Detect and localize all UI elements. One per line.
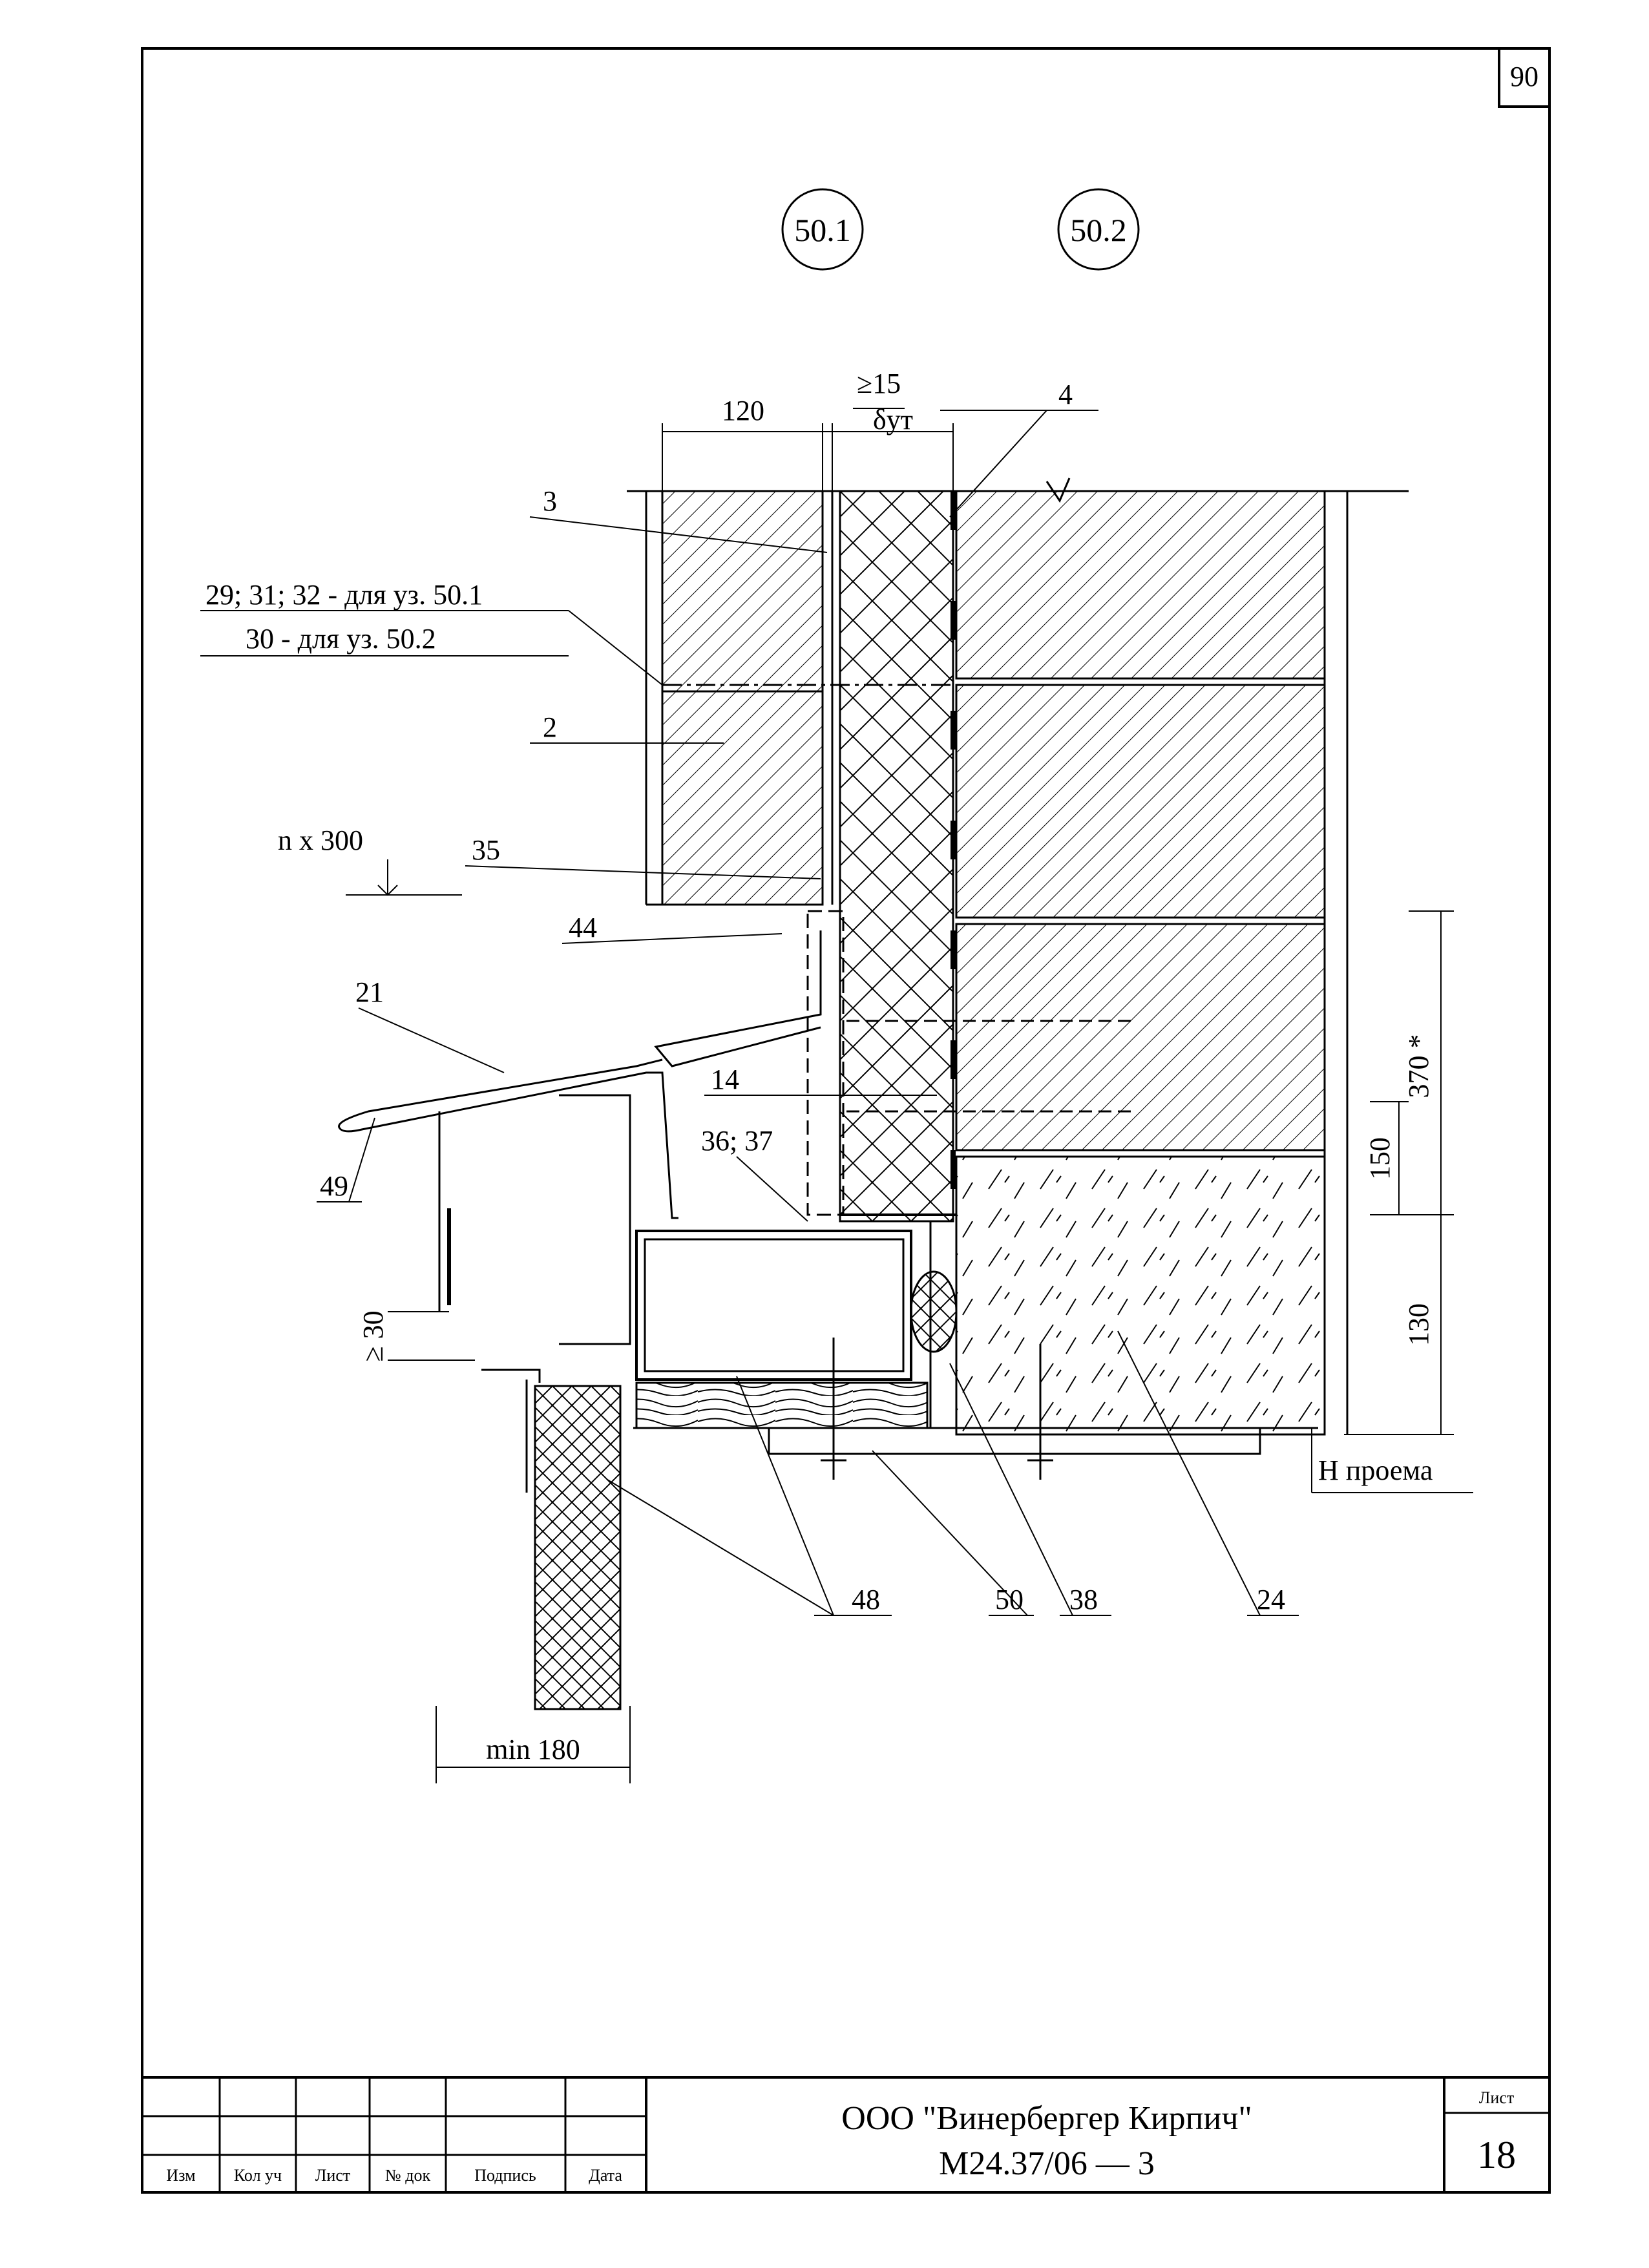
sheet-frame — [141, 47, 1551, 2194]
title-col-signature: Подпись — [474, 2166, 536, 2185]
node-ref-50-1-label: 50.1 — [794, 212, 851, 248]
title-col-doc: № док — [385, 2166, 431, 2185]
sheet-number: 18 — [1477, 2134, 1516, 2176]
callout-38: 38 — [1069, 1584, 1098, 1615]
callout-30: 30 - для уз. 50.2 — [246, 623, 436, 655]
dim-130: 130 — [1403, 1303, 1434, 1346]
dimension-lines — [346, 408, 1473, 1783]
dim-insulation: δут — [873, 404, 913, 436]
node-ref-50-2: 50.2 — [1057, 188, 1140, 271]
callout-3: 3 — [543, 485, 557, 517]
dim-min-180: min 180 — [486, 1734, 580, 1765]
callout-29-31-32: 29; 31; 32 - для уз. 50.1 — [205, 579, 483, 611]
callout-50: 50 — [995, 1584, 1024, 1615]
lower-panel — [481, 1369, 622, 1710]
dim-120: 120 — [722, 395, 764, 426]
callout-49: 49 — [320, 1170, 348, 1202]
title-block — [142, 2076, 1549, 2192]
title-col-kol-uch: Кол уч — [234, 2166, 282, 2185]
leader-lines — [200, 410, 1299, 1616]
callout-14: 14 — [711, 1064, 739, 1095]
callout-36-37: 36; 37 — [701, 1125, 773, 1157]
company-name: ООО "Винербергер Кирпич" — [841, 2100, 1252, 2137]
wall-section — [627, 478, 1409, 1436]
opening-level: Н проема — [1318, 1454, 1433, 1486]
sheet-label: Лист — [1479, 2088, 1514, 2107]
callout-2: 2 — [543, 711, 557, 743]
window-assembly — [338, 930, 1318, 1480]
callout-21: 21 — [355, 976, 384, 1008]
callout-44: 44 — [569, 912, 597, 943]
callout-35: 35 — [472, 834, 500, 866]
title-col-izm: Изм — [166, 2166, 195, 2185]
callout-24: 24 — [1257, 1584, 1285, 1615]
node-ref-50-2-label: 50.2 — [1070, 212, 1127, 248]
page-number: 90 — [1510, 61, 1539, 92]
dim-step: n x 300 — [278, 824, 363, 856]
document-code: М24.37/06 — 3 — [939, 2145, 1155, 2182]
callout-4: 4 — [1058, 379, 1073, 410]
dim-370: 370 * — [1403, 1034, 1434, 1098]
title-col-date: Дата — [589, 2166, 622, 2185]
dim-30: ≥ 30 — [357, 1310, 389, 1361]
dim-gap-min: ≥15 — [857, 368, 901, 399]
callout-48: 48 — [852, 1584, 880, 1615]
dim-150: 150 — [1364, 1137, 1396, 1180]
node-ref-50-1: 50.1 — [781, 188, 864, 271]
title-col-list: Лист — [315, 2166, 350, 2185]
